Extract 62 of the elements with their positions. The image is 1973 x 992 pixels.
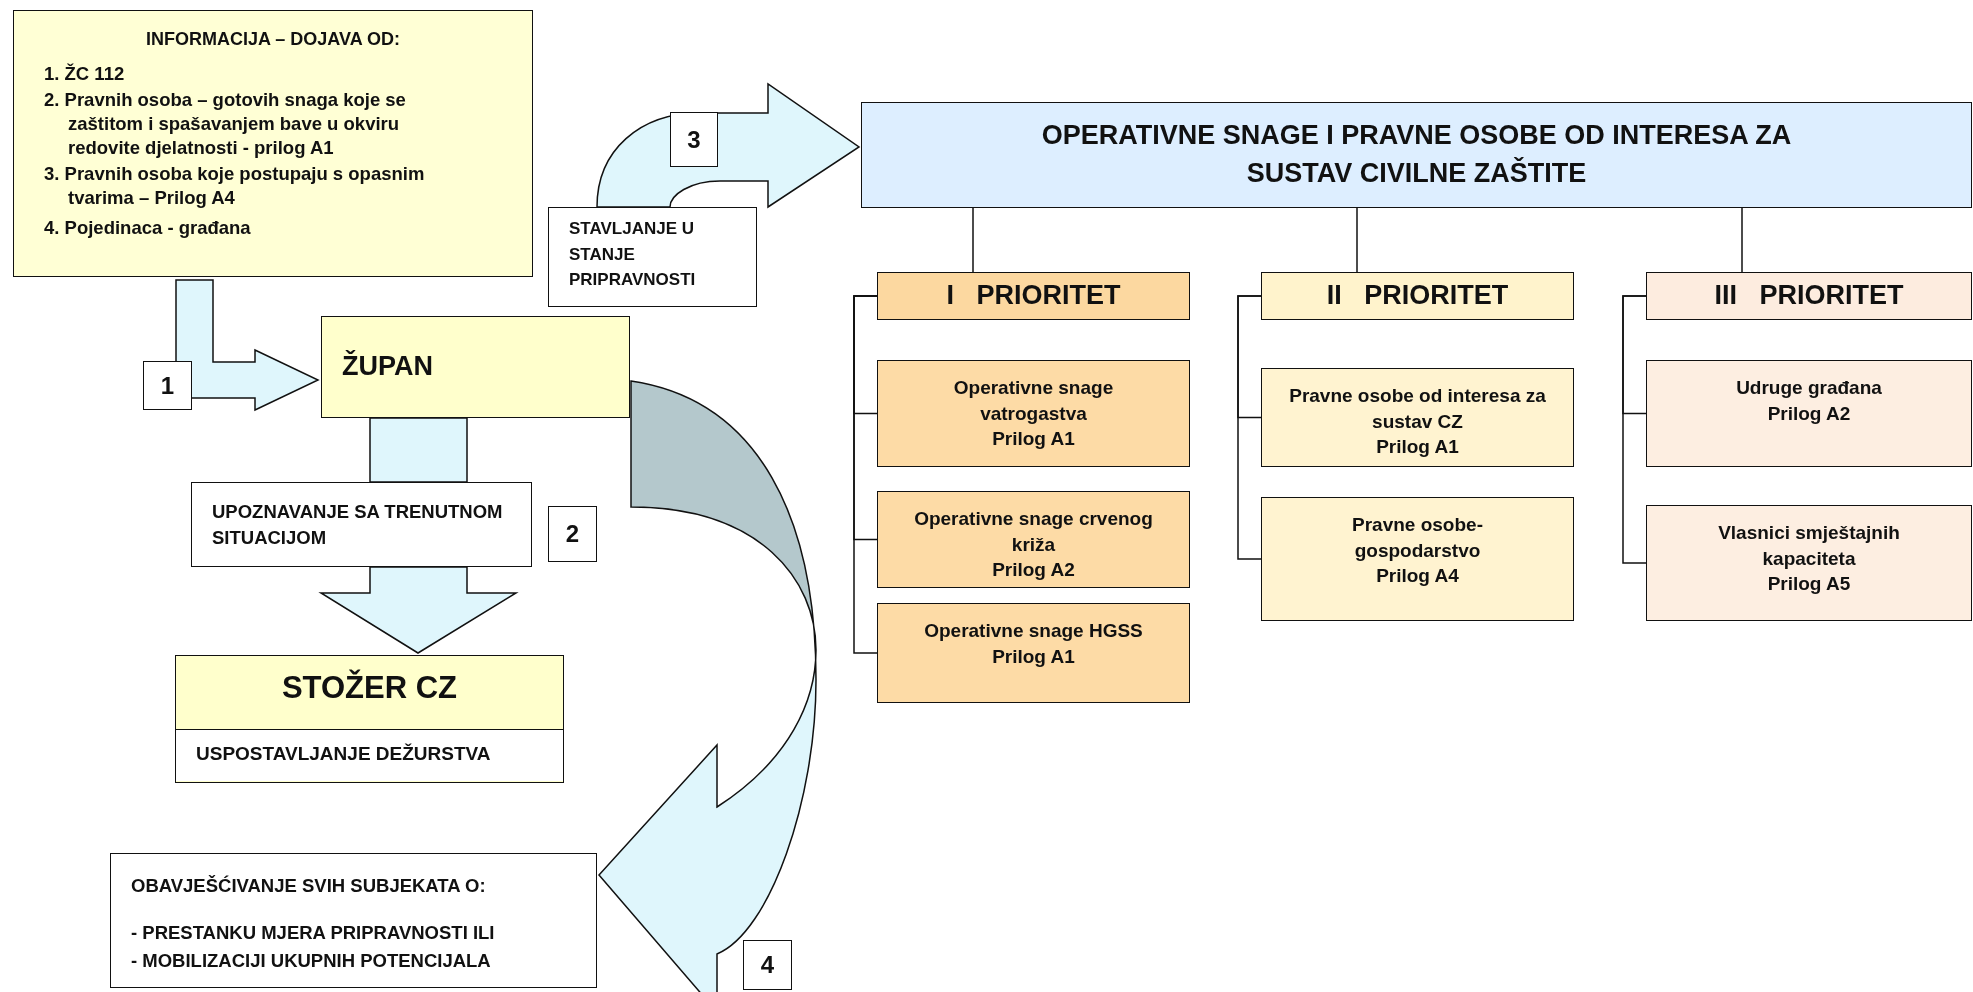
box-text: Prilog A1 [991, 644, 1076, 669]
box-text: ŽUPAN [342, 349, 434, 384]
connector-line [972, 207, 974, 273]
box-text: Pravne osobe od interesa za sustav CZ [1288, 384, 1547, 434]
box-text: Operativne snage vatrogastva [952, 376, 1115, 426]
org-box [877, 603, 1190, 703]
box-text: Vlasnici smještajnih kapaciteta [1717, 521, 1901, 571]
process-box [321, 316, 630, 418]
block-arrow [175, 279, 320, 412]
callout-number: 1 [143, 361, 192, 410]
box-text: Prilog A4 [1375, 564, 1460, 589]
list-item: 1. ŽC 112 [44, 62, 126, 86]
box-text: Prilog A5 [1766, 572, 1852, 597]
callout-number: 2 [548, 506, 597, 562]
connector-line [1622, 295, 1647, 564]
priority-box [877, 272, 1190, 320]
priority-box [1646, 272, 1972, 320]
header-box [861, 102, 1972, 208]
block-arrow [598, 380, 817, 992]
process-box [175, 655, 564, 783]
org-box [1646, 505, 1972, 621]
sub-label: USPOSTAVLJANJE DEŽURSTVA [176, 729, 563, 781]
org-box [1261, 368, 1574, 467]
connector-line [1356, 207, 1358, 273]
box-text: STAVLJANJE U STANJE PRIPRAVNOSTI [569, 218, 697, 291]
box-text: - PRESTANKU MJERA PRIPRAVNOSTI ILI [131, 920, 496, 945]
box-text: - MOBILIZACIJI UKUPNIH POTENCIJALA [131, 949, 492, 974]
info-box [13, 10, 533, 277]
block-arrow [318, 566, 519, 654]
box-text: Prilog A1 [1375, 435, 1460, 460]
box-text: Prilog A1 [991, 427, 1076, 452]
list-item: 2. Pravnih osoba – gotovih snaga koje se zaštitom i spašavanjem bave u okviru redovite djelatnosti - prilog A1 [44, 88, 407, 161]
priority-label: II PRIORITET [1325, 279, 1510, 313]
priority-label: I PRIORITET [945, 279, 1122, 313]
box-text: Operativne snage HGSS [923, 619, 1144, 643]
priority-label: III PRIORITET [1713, 279, 1905, 313]
box-title: INFORMACIJA – DOJAVA OD: [145, 29, 401, 50]
org-box [1261, 497, 1574, 621]
org-box [877, 491, 1190, 588]
callout-number: 3 [670, 112, 718, 167]
process-box [548, 207, 757, 307]
priority-box [1261, 272, 1574, 320]
org-box [877, 360, 1190, 467]
connector-line [1741, 207, 1743, 273]
list-item: 4. Pojedinaca - građana [44, 216, 252, 241]
process-box [191, 482, 532, 567]
box-text: Prilog A2 [991, 558, 1076, 583]
box-text: Operativne snage crvenog križa [913, 507, 1154, 557]
box-text: Pravne osobe-gospodarstvo [1351, 513, 1484, 563]
box-text: Prilog A2 [1766, 401, 1852, 426]
box-text: Udruge građana [1735, 376, 1883, 400]
list-item: 3. Pravnih osoba koje postupaju s opasnim tvarima – Prilog A4 [44, 162, 426, 211]
box-text: OBAVJEŠĆIVANJE SVIH SUBJEKATA O: [131, 874, 487, 898]
connector-line [1237, 295, 1262, 560]
process-box [110, 853, 597, 988]
box-title: STOŽER CZ [280, 668, 459, 707]
block-arrow [369, 417, 468, 483]
box-text: UPOZNAVANJE SA TRENUTNOM SITUACIJOM [212, 499, 504, 550]
connector-line [853, 295, 878, 654]
callout-number: 4 [743, 940, 792, 990]
org-box [1646, 360, 1972, 467]
box-text: OPERATIVNE SNAGE I PRAVNE OSOBE OD INTERESA ZA SUSTAV CIVILNE ZAŠTITE [1040, 119, 1793, 190]
